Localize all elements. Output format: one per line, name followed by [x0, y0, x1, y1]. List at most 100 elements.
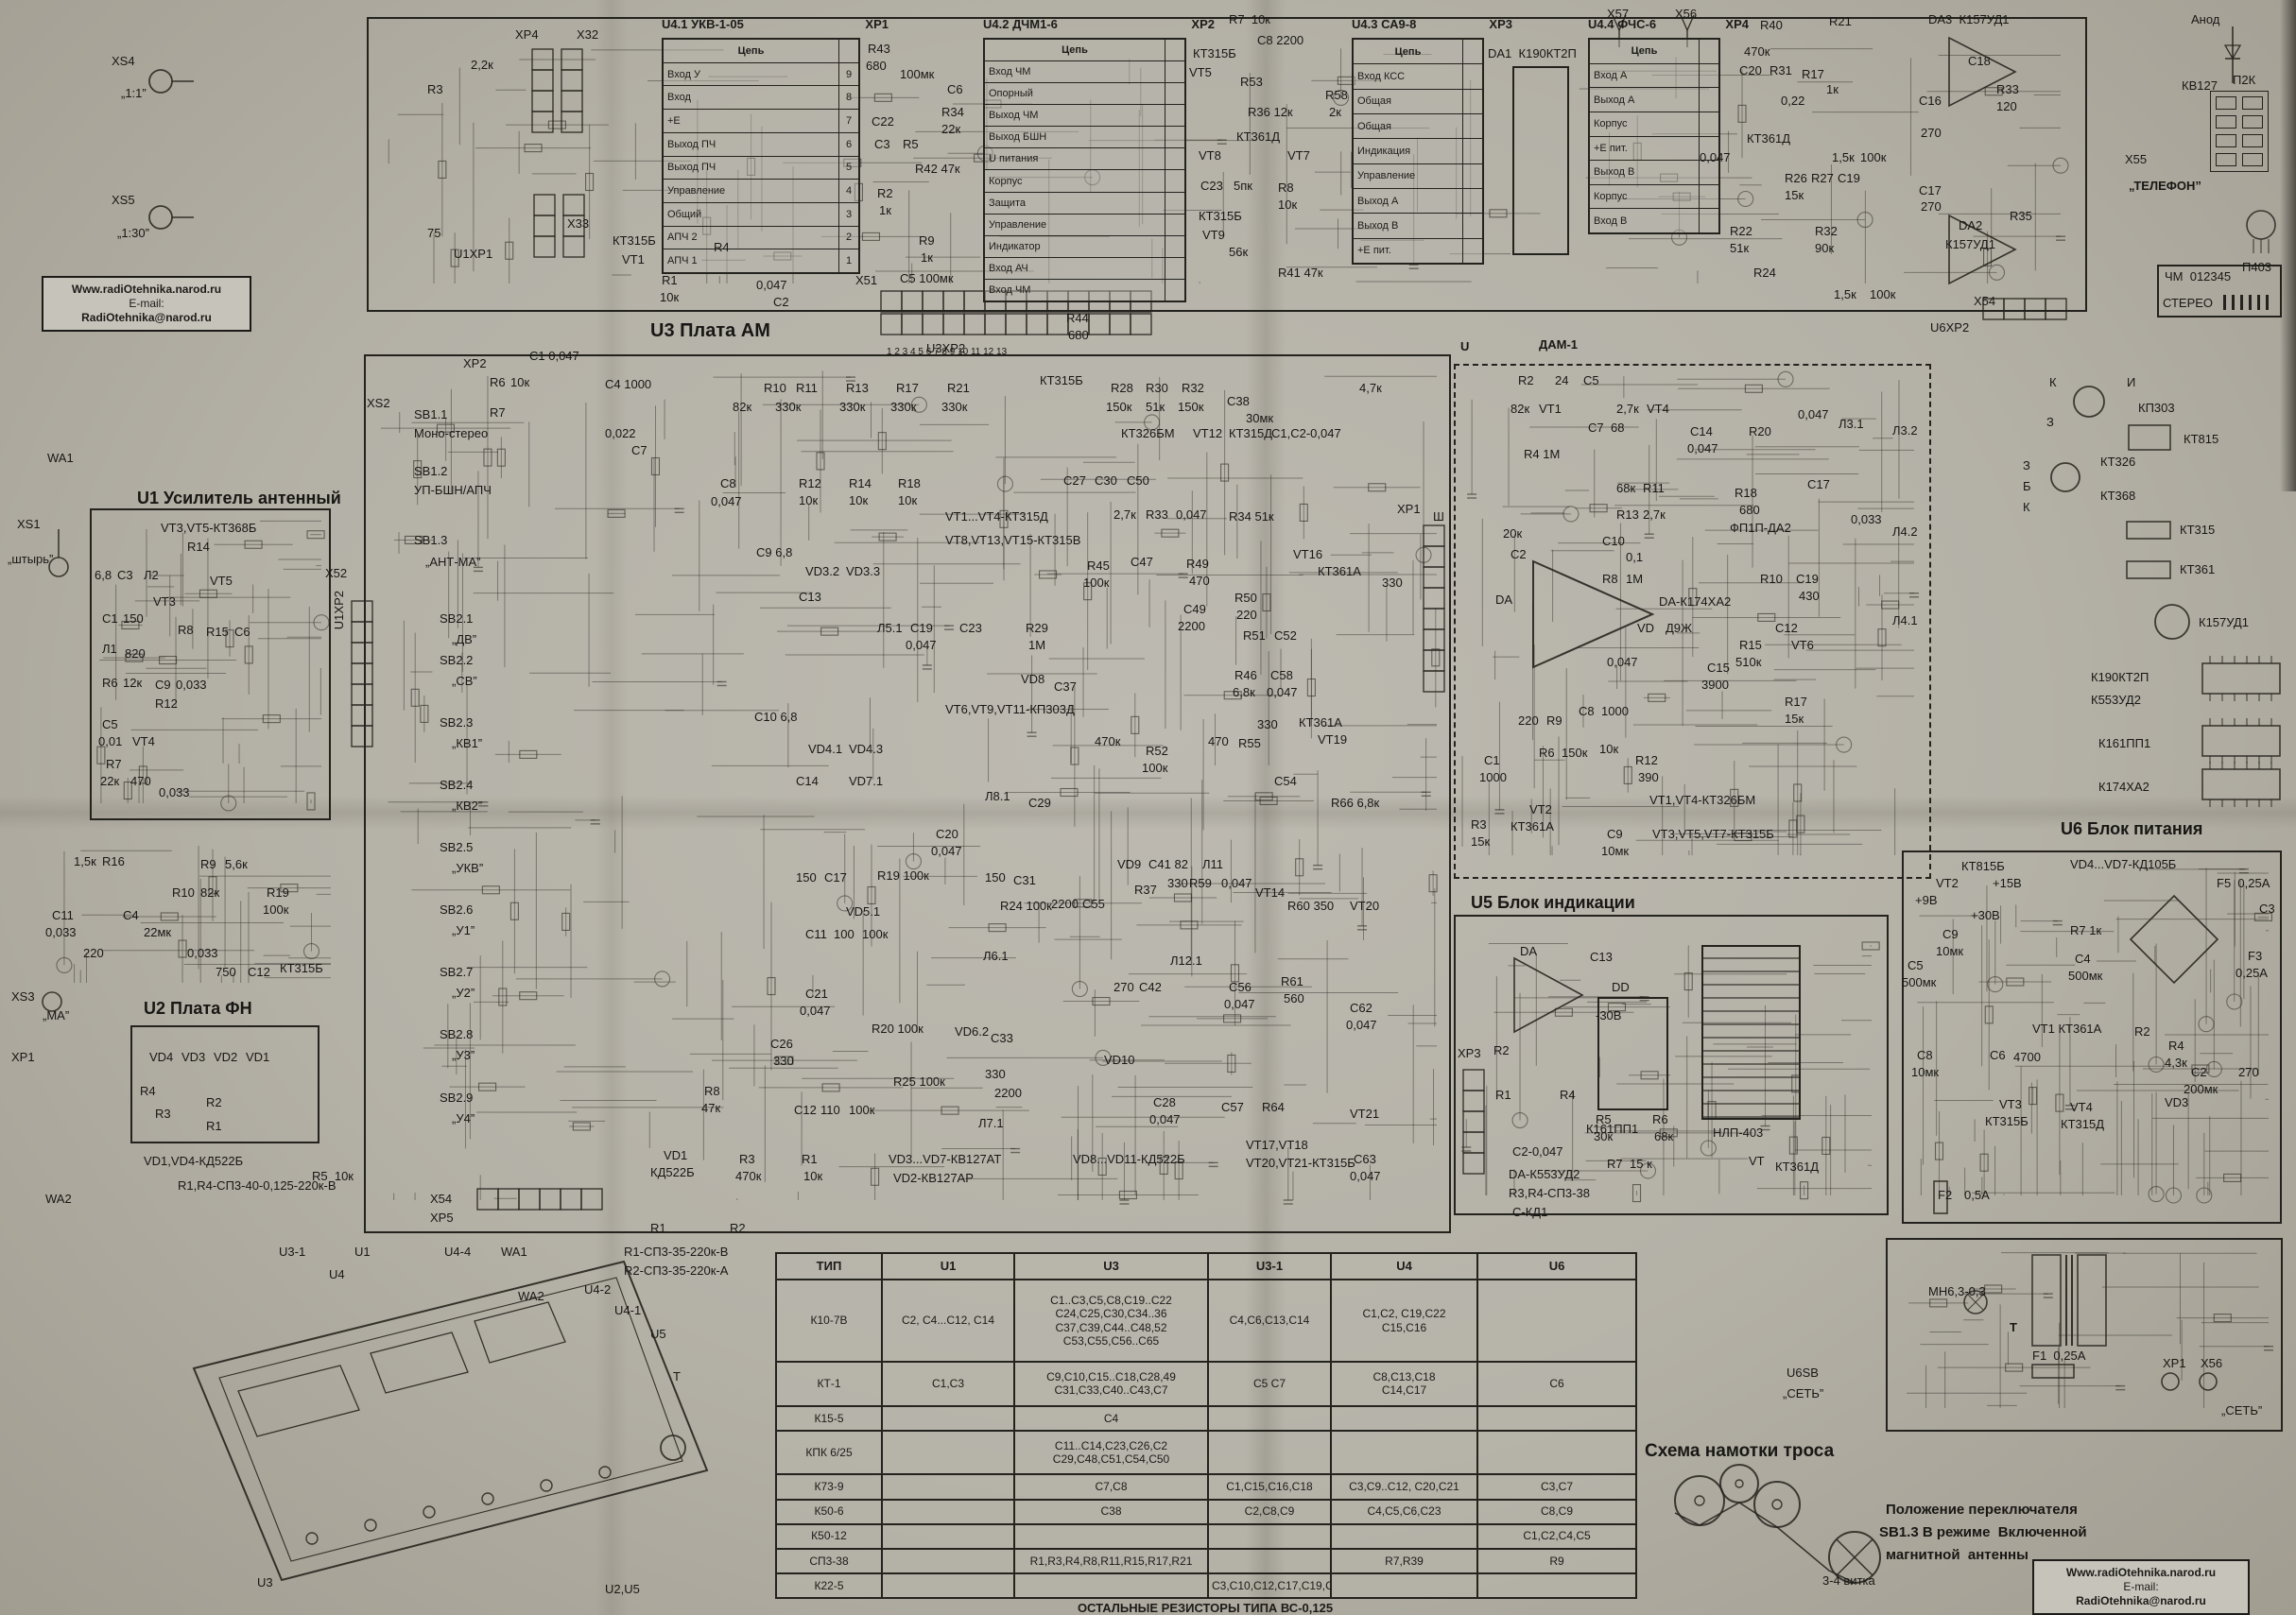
component-label: С7 — [631, 443, 647, 457]
component-label: DA-К174ХА2 — [1659, 594, 1732, 609]
component-label: R10 — [1760, 572, 1783, 586]
component-label: R24 100к — [1000, 899, 1052, 913]
table-cell: К50-12 — [775, 1522, 883, 1550]
component-label: SB1.3 — [414, 533, 448, 547]
table-cell: КТ-1 — [775, 1361, 883, 1407]
component-label: С56 — [1229, 980, 1252, 994]
stereo-level-bars — [2223, 295, 2274, 310]
ic-pin-row: Управление — [985, 214, 1184, 236]
component-label: МН6,3-0,3 — [1928, 1284, 1986, 1298]
component-label: С28 — [1153, 1095, 1176, 1109]
fm-board-outline — [367, 17, 2087, 312]
table-cell: К15-5 — [775, 1404, 883, 1432]
component-label: С-КД1 — [1512, 1205, 1548, 1219]
component-label: VT7 — [1287, 148, 1310, 163]
component-label: XP3 — [1458, 1046, 1481, 1060]
ic-pin-row: Вход ЧМ — [985, 61, 1184, 84]
component-label: КТ815Б — [1961, 859, 2005, 873]
watermark-email: RadiOtehnika@narod.ru — [2076, 1594, 2206, 1607]
ic-pin-row: +Е пит. — [1590, 136, 1718, 162]
component-label: 1к — [921, 250, 933, 265]
component-label: Л4.1 — [1892, 613, 1918, 627]
ic-pin-row: Выход В — [1590, 161, 1718, 185]
component-label: U4-1 — [614, 1303, 642, 1317]
component-label: XS3 — [11, 989, 35, 1004]
component-label: 22к — [941, 122, 961, 136]
component-label: 0,047 — [1687, 441, 1718, 455]
p2k-pin — [2216, 115, 2236, 129]
component-label: R1,R4-СП3-40-0,125-220к-В — [178, 1178, 337, 1193]
table-cell — [1330, 1572, 1478, 1600]
component-label: С8 — [1579, 704, 1595, 718]
component-label: 150 — [985, 870, 1006, 885]
component-label: „АНТ-МА” — [425, 555, 481, 569]
component-label: R17 — [1802, 67, 1824, 81]
component-label: 110 — [820, 1103, 840, 1117]
component-label: 0,047 — [1346, 1018, 1377, 1032]
component-label: 3900 — [1701, 678, 1729, 692]
component-label: С52 — [1274, 628, 1297, 643]
component-label: 10мк — [1936, 944, 1964, 958]
component-label: КТ361А — [1511, 819, 1554, 833]
component-label: Б — [2023, 479, 2031, 493]
component-label: С17 — [1807, 477, 1830, 491]
table-cell: С3,С10,С12,С17,С19,С11 — [1207, 1572, 1332, 1600]
component-label: VT3 — [153, 594, 176, 609]
component-label: VT19 — [1318, 732, 1348, 747]
component-label: 330к — [890, 400, 917, 414]
component-label: 0,047 — [1700, 150, 1731, 164]
ic-connector-label: XP4 — [1725, 17, 1749, 31]
component-label: R30 — [1146, 381, 1168, 395]
component-label: R3 — [739, 1152, 755, 1166]
component-label: X33 — [567, 216, 590, 231]
component-label: F3 — [2248, 949, 2263, 963]
component-label: 10к — [803, 1169, 823, 1183]
component-label: 5пк — [1234, 179, 1252, 193]
component-label: С6 — [947, 82, 963, 96]
table-cell — [1476, 1278, 1637, 1364]
component-label: С29 — [1028, 796, 1051, 810]
component-label: R15 — [1739, 638, 1762, 652]
component-label: С10 6,8 — [754, 710, 798, 724]
component-label: 10к — [849, 493, 869, 507]
component-label: К — [2049, 375, 2057, 389]
component-label: С42 — [1139, 980, 1162, 994]
component-label: С4 — [2075, 952, 2091, 966]
component-label: 430 — [1799, 589, 1820, 603]
component-label: С5 — [102, 717, 118, 731]
component-label: 68к — [1654, 1129, 1674, 1143]
component-label: С3 — [874, 137, 890, 151]
component-label: С23 — [959, 621, 982, 635]
component-label: С12 — [794, 1103, 817, 1117]
component-label: VT20 — [1350, 899, 1380, 913]
component-label: КТ361Д — [1236, 129, 1281, 144]
component-label: 470к — [735, 1169, 762, 1183]
component-label: „МА” — [43, 1008, 70, 1022]
component-label: VT2 — [1936, 876, 1959, 890]
component-label: „СЕТЬ” — [2221, 1403, 2263, 1417]
component-label: XP1 — [2163, 1356, 2186, 1370]
component-label: VT2 — [1529, 802, 1552, 816]
component-label: 270 — [1921, 199, 1942, 214]
component-label: R4 1М — [1524, 447, 1561, 461]
component-label: 1 2 3 4 5 6 7 8 9 10 11 12 13 — [887, 347, 1008, 357]
component-label: С17 — [824, 870, 847, 885]
table-cell — [881, 1522, 1015, 1550]
component-label: КТ368 — [2100, 489, 2136, 503]
component-label: Л7.1 — [978, 1116, 1004, 1130]
component-label: R21 — [947, 381, 970, 395]
component-label: 2,2к — [471, 58, 493, 72]
component-label: С5 — [1908, 958, 1924, 972]
table-cell — [1330, 1429, 1478, 1476]
component-label: X54 — [430, 1192, 453, 1206]
component-label: U6XP2 — [1930, 320, 1970, 335]
component-label: R12 — [1635, 753, 1658, 767]
component-label: R6 — [1539, 746, 1555, 760]
component-label: SB2.1 — [440, 611, 474, 626]
indicator-display — [1701, 945, 1801, 1120]
component-label: КТ315Б — [1193, 46, 1236, 60]
component-label: Т — [673, 1369, 681, 1383]
